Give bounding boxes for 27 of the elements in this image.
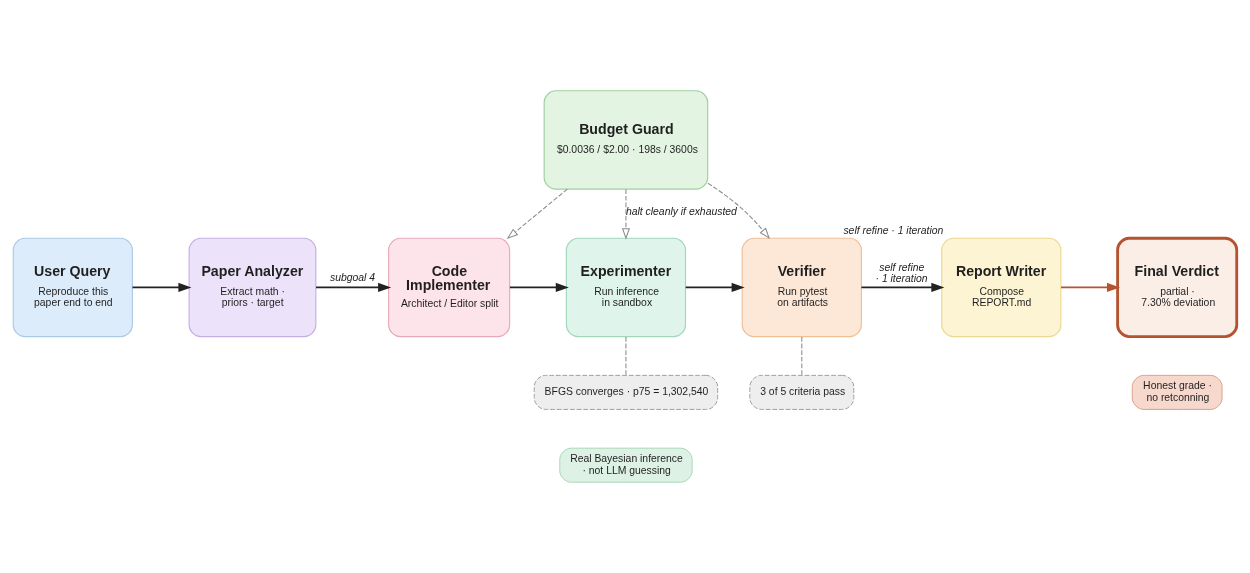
arrow (621, 188, 630, 240)
node-box: Report Writer Compose REPORT.md (941, 237, 1062, 338)
node-box: Honest grade · no retconning (1131, 374, 1223, 410)
arrow (684, 282, 745, 292)
arrow (315, 282, 392, 292)
node-box: Budget Guard $0.0036 / $2.00 · 198s / 3600s (543, 90, 709, 190)
arrow (509, 282, 569, 292)
edge-label: self refine · 1 iteration (875, 262, 928, 284)
edge-label: subgoal 4 (330, 271, 376, 283)
node-box: Experimenter Run inference in sandbox (565, 237, 687, 338)
edge-label: halt cleanly if exhausted (625, 206, 737, 218)
node-box: Verifier Run pytest on artifacts (741, 237, 862, 338)
node-box: Code Implementer Architect / Editor split (388, 237, 511, 338)
arrow (131, 282, 192, 292)
node-box: 3 of 5 criteria pass (749, 374, 855, 410)
connector (625, 336, 627, 376)
node-box: User Query Reproduce this paper end to end (12, 237, 133, 338)
node-box: BFGS converges · p75 = 1,302,540 (533, 374, 719, 410)
arrow (707, 182, 771, 240)
node-box: Real Bayesian inference · not LLM guessing (559, 447, 693, 483)
node-box: Paper Analyzer Extract math · priors · target (188, 237, 317, 338)
node-box: Final Verdict partial · 7.30% deviation (1116, 236, 1239, 339)
node-label: self refine · 1 iteration (843, 225, 944, 237)
connector (801, 336, 803, 376)
arrow (506, 188, 568, 240)
arrow (1060, 282, 1121, 292)
arrow (860, 282, 945, 292)
